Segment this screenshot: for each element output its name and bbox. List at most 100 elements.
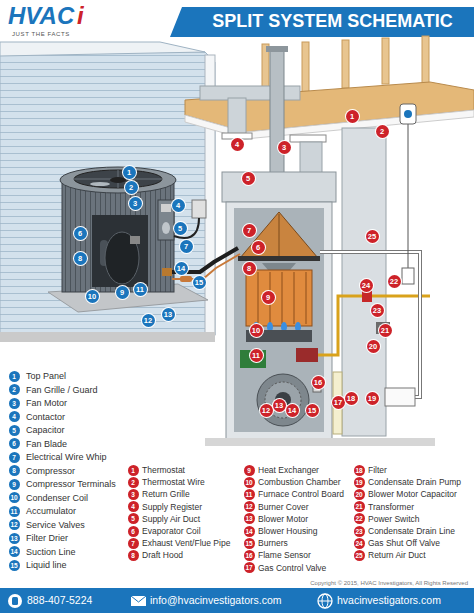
blower-housing	[257, 374, 309, 426]
roof-eave	[0, 42, 205, 56]
callout-number: 10	[86, 290, 99, 303]
part-name: Compressor	[26, 465, 75, 477]
callout-number: 7	[243, 224, 256, 237]
disconnect-box	[192, 200, 206, 218]
legend-number: 4	[9, 411, 20, 422]
callout-number: 24	[360, 279, 373, 292]
callout-number: 14	[286, 404, 299, 417]
part-name: Transformer	[368, 501, 414, 513]
draft-hood	[262, 263, 296, 270]
callout-number: 17	[332, 396, 345, 409]
attic-stud	[382, 38, 389, 84]
part-name: Thermostat	[142, 464, 185, 476]
part-name: Supply Register	[142, 501, 202, 513]
furnace-cabinet	[226, 202, 332, 440]
callout-number: 23	[371, 304, 384, 317]
legend-number: 2	[128, 477, 139, 488]
legend-number: 16	[244, 550, 255, 561]
legend-number: 5	[9, 425, 20, 436]
callout-number: 10	[250, 324, 263, 337]
furnace-cutaway	[234, 208, 324, 432]
part-name: Condensate Drain Pump	[368, 476, 461, 488]
contact-text: info@hvacinvestigators.com	[150, 594, 281, 607]
capacitor	[162, 222, 170, 234]
attic-stud	[342, 40, 349, 88]
part-name: Compressor Terminals	[26, 478, 116, 490]
part-name: Burners	[258, 537, 288, 549]
callout-number: 5	[174, 222, 187, 235]
exchanger-cell	[282, 272, 283, 324]
callout-number: 14	[175, 262, 188, 275]
legend-number: 12	[9, 519, 20, 530]
gas-line	[318, 296, 430, 355]
legend-number: 21	[354, 501, 365, 512]
callout-number: 15	[193, 276, 206, 289]
part-name: Filter Drier	[26, 532, 68, 544]
gas-shutoff-valve	[362, 290, 372, 302]
callout-number: 2	[125, 181, 138, 194]
legend-number: 9	[244, 465, 255, 476]
top-panel	[60, 167, 176, 193]
callout-number: 1	[346, 110, 359, 123]
part-name: Condensate Drain Line	[368, 525, 455, 537]
service-valves	[162, 268, 172, 276]
exchanger-cell	[294, 272, 295, 324]
legend-number: 11	[9, 506, 20, 517]
callout-number: 9	[116, 286, 129, 299]
logo-tagline: JUST THE FACTS	[12, 30, 70, 38]
part-name: Burner Cover	[258, 501, 309, 513]
callout-number: 13	[162, 308, 175, 321]
legend-number: 4	[128, 501, 139, 512]
return-air-duct	[342, 128, 386, 436]
legend-number: 6	[128, 526, 139, 537]
coil-line	[279, 214, 280, 256]
heat-exchanger	[246, 270, 312, 326]
callout-number: 7	[180, 240, 193, 253]
legend-number: 19	[354, 477, 365, 488]
callout-number: 8	[243, 262, 256, 275]
return-grille	[290, 135, 326, 142]
callout-number: 3	[278, 141, 291, 154]
contact-band: 888-407-5224info@hvacinvestigators.comhv…	[0, 588, 474, 613]
logo-letter: i	[77, 3, 84, 29]
contact-text: hvacinvestigators.com	[337, 594, 441, 607]
part-name: Blower Motor Capacitor	[368, 488, 457, 500]
floor	[205, 438, 435, 446]
part-name: Exhaust Vent/Flue Pipe	[142, 537, 230, 549]
callout-number: 19	[366, 392, 379, 405]
compressor	[105, 232, 139, 284]
part-name: Evaporator Coil	[142, 525, 201, 537]
drain-line-outline	[320, 252, 420, 397]
contactor	[161, 204, 171, 212]
attic-stud	[422, 36, 429, 83]
legend-number: 24	[354, 538, 365, 549]
part-name: Condenser Coil	[26, 492, 88, 504]
legend-number: 15	[244, 538, 255, 549]
part-name: Gas Shut Off Valve	[368, 537, 440, 549]
callout-number: 3	[129, 197, 142, 210]
legend-number: 11	[244, 489, 255, 500]
part-name: Fan Grille / Guard	[26, 384, 98, 396]
part-name: Gas Control Valve	[258, 562, 326, 574]
attic-supply-duct	[200, 86, 300, 100]
callout-number: 18	[345, 392, 358, 405]
callout-number: 11	[134, 283, 147, 296]
callout-number: 12	[142, 314, 155, 327]
callout-number: 6	[74, 227, 87, 240]
legend-number: 10	[244, 477, 255, 488]
legend-number: 12	[244, 501, 255, 512]
callout-number: 6	[252, 241, 265, 254]
supply-drop	[228, 98, 246, 134]
part-name: Liquid line	[26, 559, 67, 571]
part-name: Top Panel	[26, 370, 66, 382]
legend-number: 15	[9, 560, 20, 571]
fan-grille	[74, 170, 162, 188]
part-name: Heat Exchanger	[258, 464, 319, 476]
legend-number: 5	[128, 513, 139, 524]
legend-number: 1	[9, 371, 20, 382]
callout-number: 5	[242, 172, 255, 185]
condensate-pump	[385, 388, 415, 406]
exchanger-cell	[306, 272, 307, 324]
callout-number: 16	[312, 376, 325, 389]
legend-number: 7	[9, 452, 20, 463]
